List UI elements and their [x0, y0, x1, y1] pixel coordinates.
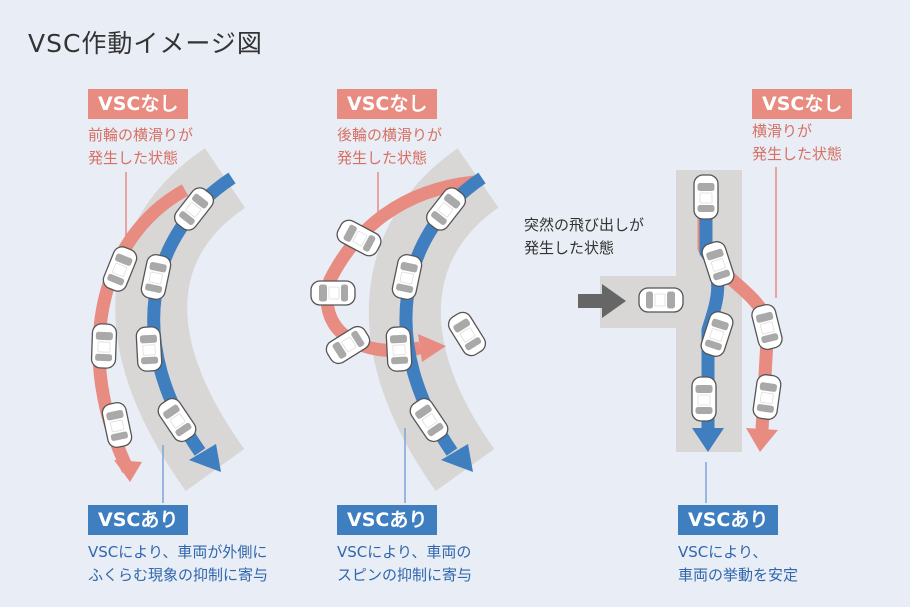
panel-2-without-label: VSCなし [337, 89, 438, 119]
panel-3-without-label: VSCなし [752, 89, 853, 119]
panel-3-without-desc: 横滑りが 発生した状態 [752, 122, 843, 163]
intrusion-arrow-shaft [578, 294, 602, 308]
without-vsc-arrowhead-1 [114, 460, 142, 482]
car-p3-blue-1 [693, 174, 719, 220]
panel-3-with-label: VSCあり [678, 505, 779, 535]
car-p3-obstacle [638, 287, 684, 313]
panel-1-with-label: VSCあり [88, 505, 189, 535]
panel-1-without-desc: 前輪の横滑りが 発生した状態 [88, 126, 194, 167]
without-vsc-arrowhead-2 [418, 334, 446, 362]
car-p3-blue-4 [691, 376, 717, 422]
panel-2-artwork [310, 148, 500, 503]
car-p3-red-1 [749, 302, 785, 352]
panel-2-with-label: VSCあり [337, 505, 438, 535]
panel-1-artwork [90, 148, 246, 503]
without-vsc-arrowhead-3 [746, 428, 778, 452]
without-vsc-path-2 [320, 175, 476, 358]
panel-3-with-desc: VSCにより、 車両の挙動を安定 [678, 543, 799, 584]
with-vsc-arrowhead-1 [189, 444, 221, 472]
page-title: VSC作動イメージ図 [28, 29, 263, 58]
car-p1-blue-3 [135, 325, 163, 373]
panel-1-with-desc: VSCにより、車両が外側に ふくらむ現象の抑制に寄与 [88, 543, 269, 584]
intrusion-arrow-head [602, 284, 626, 318]
car-p2-blue-3 [385, 325, 413, 373]
panel-2-with-desc: VSCにより、車両の スピンの抑制に寄与 [337, 543, 473, 584]
panel-3-artwork [578, 167, 785, 503]
car-p1-red-3 [100, 400, 134, 450]
panel-3-cause-desc: 突然の飛び出しが 発生した状態 [524, 216, 645, 257]
car-p1-red-2 [90, 322, 118, 370]
panel-1-without-label: VSCなし [88, 89, 189, 119]
with-vsc-arrowhead-3 [692, 428, 724, 452]
with-vsc-arrowhead-2 [441, 444, 473, 472]
panel-2-without-desc: 後輪の横滑りが 発生した状態 [337, 126, 443, 167]
car-p2-red-2 [310, 280, 356, 306]
car-p3-red-2 [751, 372, 783, 422]
car-p2-red-4 [444, 308, 490, 360]
